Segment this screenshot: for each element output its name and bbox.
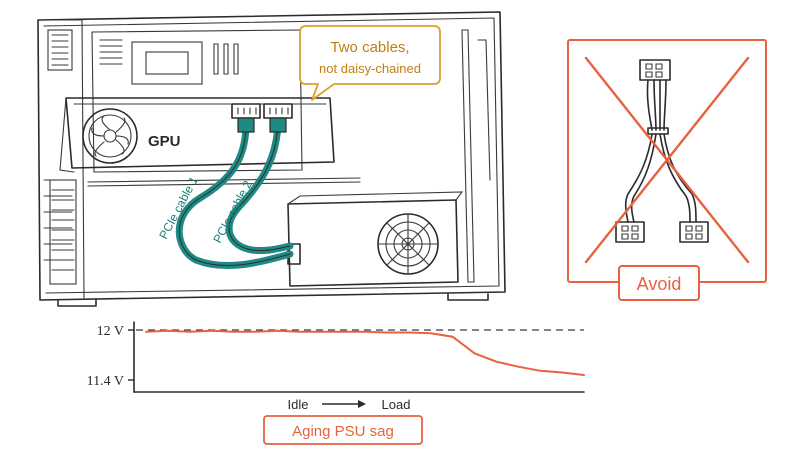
chart-x-end-label: Load [382, 397, 411, 412]
avoid-label: Avoid [637, 274, 682, 294]
chart-caption-box [263, 415, 423, 445]
chart-caption: Aging PSU sag [292, 423, 394, 440]
crossed-out-daisy-chain-cable-icon [584, 56, 750, 264]
pcie-cable-2 [225, 117, 294, 254]
psu [287, 191, 464, 287]
voltage-chart: 12 V 11.4 V Idle Load Aging PSU sag [87, 321, 585, 445]
pcie-cable-1 [175, 117, 294, 270]
chart-y-tick-12v: 12 V [97, 324, 124, 339]
avoid-panel: Avoid [567, 39, 767, 301]
gpu-label: GPU [148, 133, 181, 150]
gpu-fan-icon [82, 108, 138, 164]
callout-line2: not daisy-chained [319, 61, 421, 76]
pc-case [37, 11, 506, 307]
callout-line1: Two cables, [330, 39, 409, 56]
gpu-power-connector-icon [231, 103, 293, 119]
expansion-slots [43, 179, 73, 261]
avoid-label-box [618, 265, 700, 301]
arrow-right-icon [322, 400, 366, 408]
chart-voltage-line [145, 329, 585, 376]
gpu-card: GPU [59, 97, 335, 173]
psu-fan-icon [377, 213, 439, 275]
callout-bubble: Two cables, not daisy-chained [299, 25, 441, 101]
cpu-cooler-icon [99, 39, 239, 85]
chart-x-start-label: Idle [288, 397, 309, 412]
chart-y-tick-11-4v: 11.4 V [87, 374, 124, 389]
